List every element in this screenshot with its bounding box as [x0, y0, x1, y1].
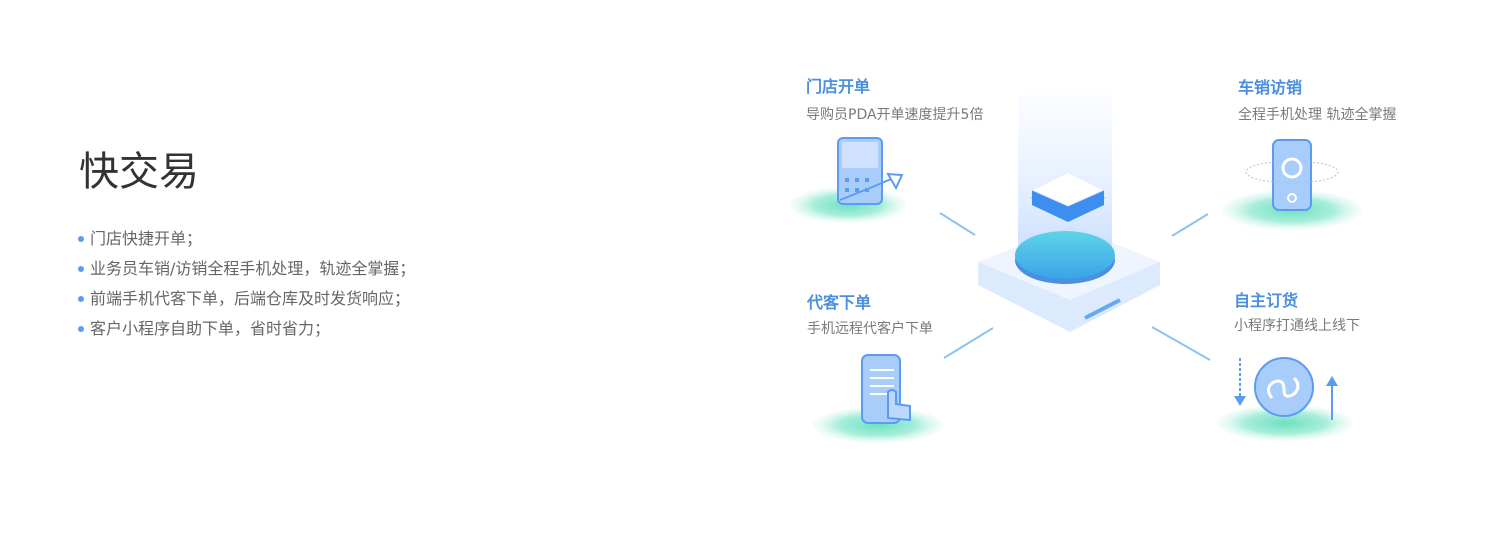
- feature-desc-store-order: 导购员PDA开单速度提升5倍: [806, 107, 984, 123]
- bullet-item: 客户小程序自助下单，省时省力；: [78, 314, 415, 344]
- bullet-dot-icon: [78, 296, 84, 302]
- bullet-dot-icon: [78, 236, 84, 242]
- feature-desc-proxy-order: 手机远程代客户下单: [807, 321, 933, 337]
- bullet-text: 门店快捷开单；: [90, 229, 203, 248]
- bullet-item: 业务员车销/访销全程手机处理，轨迹全掌握；: [78, 254, 415, 284]
- central-server-icon: [978, 95, 1160, 332]
- feature-title-store-order: 门店开单: [806, 77, 871, 96]
- connector-lines: [939, 212, 1211, 361]
- bullet-dot-icon: [78, 326, 84, 332]
- feature-title-proxy-order: 代客下单: [807, 293, 872, 312]
- bullet-item: 门店快捷开单；: [78, 224, 415, 254]
- section-title: 快交易: [79, 149, 199, 195]
- mini-program-icon: [1234, 357, 1338, 420]
- feature-title-van-sales: 车销访销: [1238, 78, 1303, 97]
- pda-device-icon: [837, 137, 904, 205]
- phone-location-icon: [1245, 139, 1339, 211]
- bullet-text: 业务员车销/访销全程手机处理，轨迹全掌握；: [90, 259, 416, 278]
- bullet-text: 客户小程序自助下单，省时省力；: [90, 319, 331, 338]
- feature-title-self-order: 自主订货: [1234, 291, 1299, 310]
- bullet-dot-icon: [78, 266, 84, 272]
- feature-bullet-list: 门店快捷开单； 业务员车销/访销全程手机处理，轨迹全掌握； 前端手机代客下单，后…: [78, 224, 415, 344]
- bullet-item: 前端手机代客下单，后端仓库及时发货响应；: [78, 284, 415, 314]
- feature-desc-van-sales: 全程手机处理 轨迹全掌握: [1238, 107, 1397, 123]
- feature-desc-self-order: 小程序打通线上线下: [1234, 318, 1360, 334]
- bullet-text: 前端手机代客下单，后端仓库及时发货响应；: [90, 289, 411, 308]
- phone-order-icon: [861, 354, 911, 424]
